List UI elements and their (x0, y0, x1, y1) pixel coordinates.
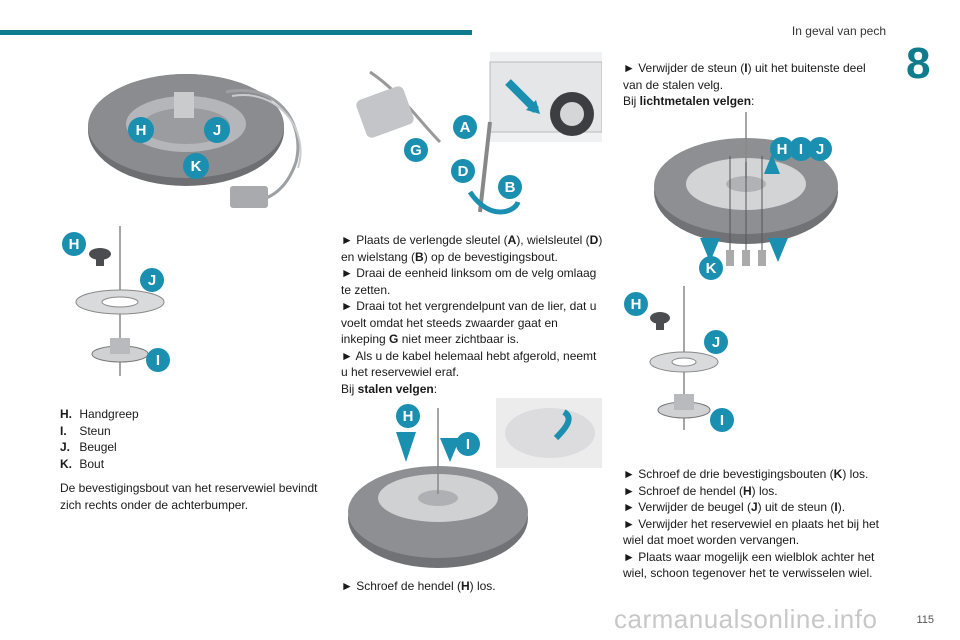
svg-text:A: A (460, 119, 471, 136)
callout-h: H (624, 292, 648, 316)
svg-text:K: K (706, 260, 717, 277)
instructions-lowering: ► Plaats de verlengde sleutel (A), wiels… (341, 232, 603, 397)
step-unscrew-handle: ► Schroef de hendel (H) los. (623, 483, 778, 498)
callout-h: H (770, 137, 794, 161)
callout-h: H (62, 232, 86, 256)
parts-legend: H. Handgreep I. Steun J. Beugel K. Bout (60, 406, 139, 472)
instructions-support: ► Verwijder de steun (I) uit het buitens… (623, 60, 885, 110)
callout-a: A (453, 115, 477, 139)
callout-i: I (146, 348, 170, 372)
callout-i: I (789, 137, 813, 161)
step-remove-wheel: ► Als u de kabel helemaal hebt afgerold,… (341, 348, 597, 380)
svg-text:H: H (69, 236, 80, 253)
header-accent-bar (0, 30, 472, 35)
callout-j: J (704, 330, 728, 354)
alloy-rims-heading: Bij lichtmetalen velgen: (623, 94, 755, 108)
step-wheel-chock: ► Plaats waar mogelijk een wielblok acht… (623, 549, 875, 581)
svg-text:H: H (777, 141, 788, 158)
svg-text:J: J (213, 122, 221, 139)
svg-text:I: I (720, 412, 724, 429)
figure-steel-wheel: H I (348, 398, 602, 568)
chapter-number: 8 (906, 39, 931, 88)
svg-text:I: I (799, 141, 803, 158)
callout-j: J (204, 117, 230, 143)
svg-text:J: J (148, 272, 156, 289)
svg-text:G: G (410, 142, 422, 159)
figure-spare-wheel-under-bumper: H J K (88, 74, 302, 208)
watermark: carmanualsonline.info (614, 604, 878, 634)
svg-text:H: H (631, 296, 642, 313)
figure-support-parts-alloy: H J I (624, 286, 734, 432)
callout-b: B (498, 175, 522, 199)
page-header-title: In geval van pech (791, 24, 886, 38)
figure-support-parts-exploded: H J I (62, 226, 170, 376)
page-number: 115 (916, 614, 934, 626)
callout-h: H (128, 117, 154, 143)
figure-alloy-wheel: H I J K (654, 112, 838, 280)
step-remove-support: ► Verwijder de steun (I) uit het buitens… (623, 61, 866, 92)
figure-tools-on-bolt: A G D B (356, 52, 602, 215)
svg-text:K: K (191, 158, 202, 175)
svg-text:J: J (712, 334, 720, 351)
callout-k: K (183, 153, 209, 179)
step-turn-left: ► Draai de eenheid linksom om de velg om… (341, 266, 597, 297)
svg-text:D: D (458, 163, 469, 180)
step-remove-bracket: ► Verwijder de beugel (J) uit de steun (… (623, 500, 846, 514)
callout-j: J (808, 137, 832, 161)
step-unscrew-handle-steel: ► Schroef de hendel (H) los. (341, 579, 496, 593)
callout-i: I (456, 432, 480, 456)
legend-item: J. Beugel (60, 440, 117, 454)
legend-item: I. Steun (60, 423, 111, 438)
callout-j: J (140, 268, 164, 292)
step-lock-point: ► Draai tot het vergrendelpunt van de li… (341, 299, 597, 346)
legend-item: K. Bout (60, 456, 105, 471)
svg-text:B: B (505, 179, 516, 196)
callout-i: I (710, 408, 734, 432)
svg-text:J: J (816, 141, 824, 158)
svg-text:I: I (466, 436, 470, 453)
steel-rims-heading: Bij stalen velgen: (341, 381, 438, 396)
callout-h: H (396, 404, 420, 428)
step-place-wheel: ► Verwijder het reservewiel en plaats he… (623, 516, 880, 548)
legend-item: H. Handgreep (60, 407, 139, 421)
step-place-tools: ► Plaats de verlengde sleutel (A), wiels… (341, 233, 603, 264)
instructions-alloy: ► Schroef de drie bevestigingsbouten (K)… (623, 466, 887, 582)
callout-g: G (404, 138, 428, 162)
svg-text:H: H (136, 122, 147, 139)
callout-k: K (699, 256, 723, 280)
callout-d: D (451, 159, 475, 183)
svg-text:H: H (403, 408, 414, 425)
svg-text:I: I (156, 352, 160, 369)
step-unscrew-bolts: ► Schroef de drie bevestigingsbouten (K)… (623, 467, 869, 481)
location-paragraph: De bevestigingsbout van het reservewiel … (60, 481, 318, 512)
